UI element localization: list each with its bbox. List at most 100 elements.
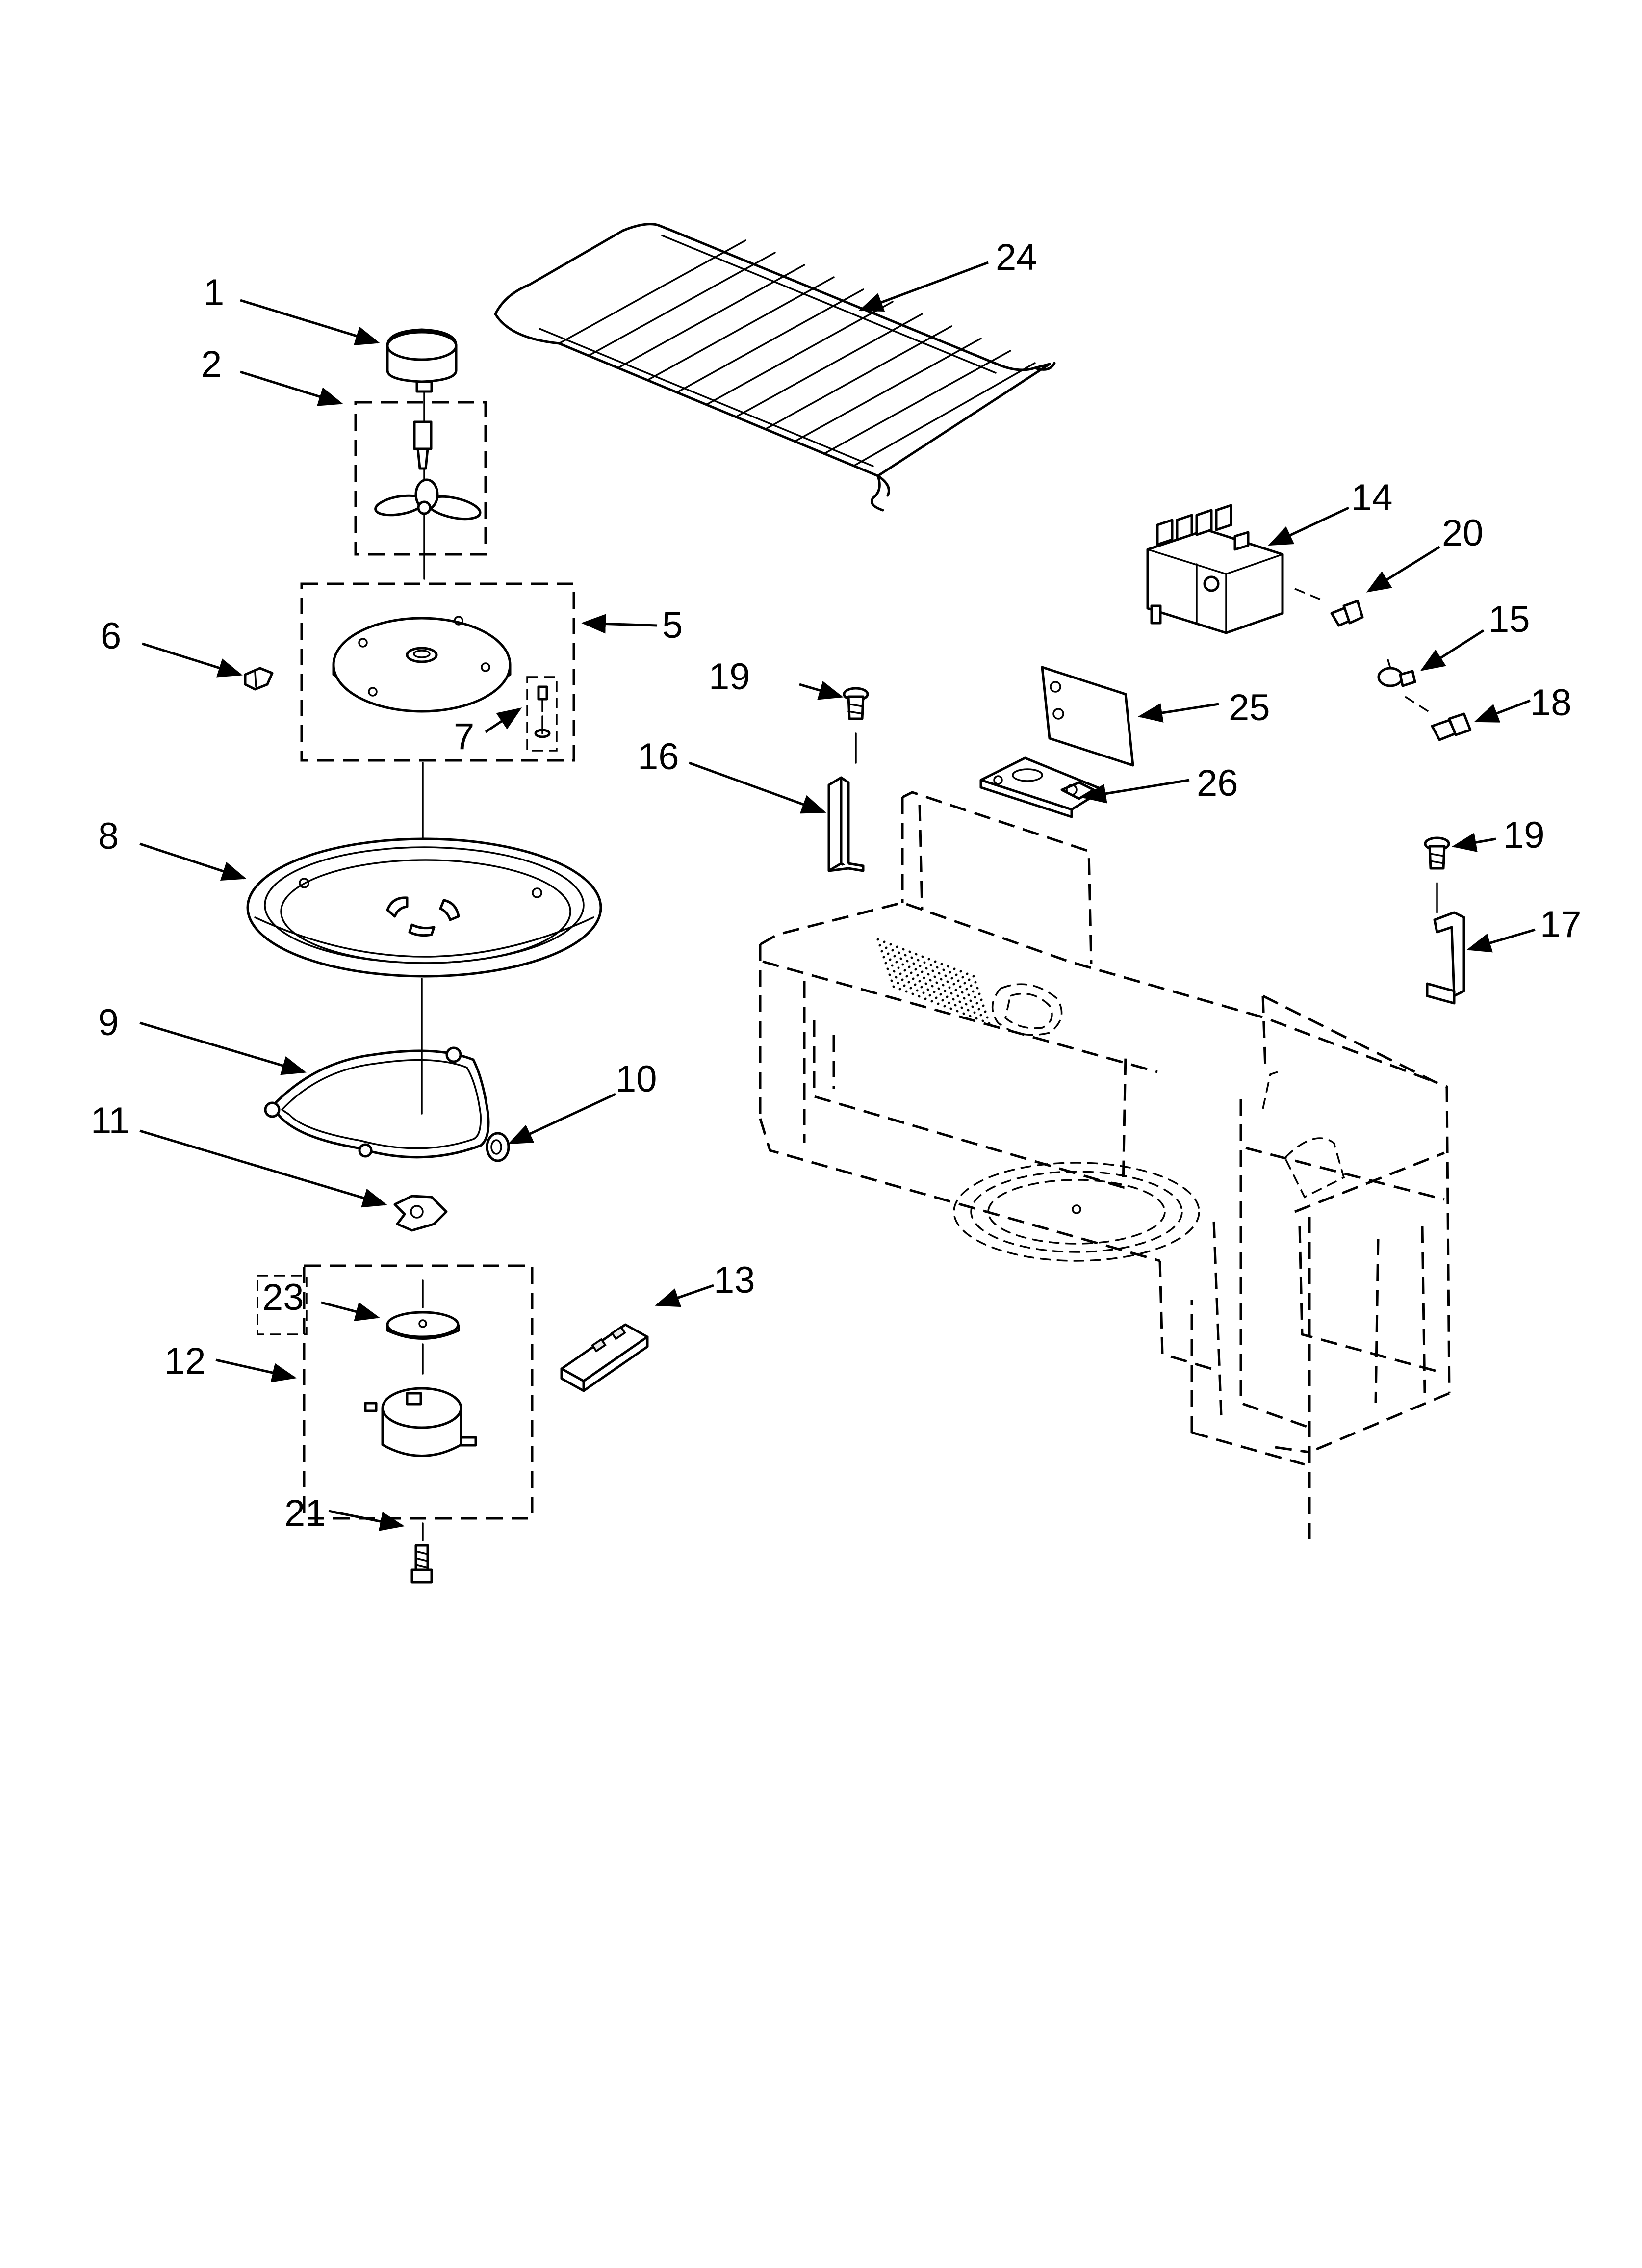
part-2-fan-assembly (374, 420, 482, 521)
part-17-bracket (1426, 911, 1465, 1005)
part-5-group-box (300, 582, 575, 762)
vent-dot (911, 992, 914, 995)
vent-dot (917, 959, 920, 962)
vent-dot (893, 955, 896, 958)
vent-dot (903, 984, 906, 987)
vent-dot (923, 976, 925, 979)
vent-dot (944, 974, 947, 977)
vent-dot (935, 981, 938, 984)
vent-dot (930, 1000, 933, 1003)
vent-dot (891, 949, 894, 952)
vent-dot (928, 994, 931, 997)
vent-dot (960, 1006, 963, 1009)
vent-dot (927, 973, 930, 976)
callout-2: 2 (201, 343, 222, 385)
part-5-stirrer-plate (332, 616, 512, 713)
vent-dot (886, 967, 889, 970)
part-13-connector (560, 1323, 649, 1392)
vent-dot (908, 965, 911, 968)
vent-dot (988, 1022, 991, 1025)
vent-dot (950, 992, 953, 995)
callout-10: 10 (616, 1058, 657, 1100)
vent-dot (905, 990, 908, 993)
vent-dot (924, 982, 927, 985)
part-11-coupler (393, 1195, 448, 1232)
vent-dot (919, 965, 922, 967)
callout-19-right: 19 (1503, 814, 1545, 856)
vent-dot (916, 989, 919, 992)
vent-dot (948, 1001, 950, 1004)
vent-dot (878, 944, 881, 947)
callout-15: 15 (1488, 599, 1530, 640)
vent-dot (978, 992, 981, 995)
vent-dot (891, 964, 894, 967)
part-2-group-box (354, 401, 487, 556)
vent-dot (954, 989, 957, 991)
part-14-connect-line (1294, 588, 1325, 602)
vent-dot (940, 978, 943, 981)
callout-17: 17 (1540, 904, 1582, 945)
vent-dot (965, 1003, 968, 1006)
part-6-clip (244, 667, 274, 691)
part-25-sheet (1041, 666, 1134, 767)
vent-dot (895, 961, 898, 964)
part-19-screw-right (1424, 836, 1450, 870)
vent-dot (914, 968, 917, 971)
vent-dot (937, 987, 940, 990)
callout-8: 8 (98, 815, 119, 857)
vent-dot (976, 987, 979, 990)
vent-dot (905, 975, 908, 978)
vent-dot (947, 965, 949, 968)
callout-12: 12 (164, 1340, 206, 1382)
callout-19-upper: 19 (709, 656, 750, 698)
vent-dot (895, 976, 898, 979)
part-10-roller-wheel (486, 1132, 510, 1162)
vent-dot (888, 973, 891, 976)
vent-dot (931, 985, 934, 988)
vent-dot (950, 977, 953, 980)
vent-dot (962, 1012, 965, 1015)
vent-dot (920, 986, 923, 989)
callout-24: 24 (996, 236, 1037, 278)
vent-dot (958, 1000, 961, 1003)
callout-16: 16 (638, 736, 679, 778)
vent-dot (981, 1019, 984, 1022)
vent-dot (952, 998, 955, 1001)
vent-dot (910, 956, 913, 959)
vent-dot (942, 968, 945, 971)
vent-dot (966, 972, 969, 975)
vent-dot (959, 985, 962, 988)
part-15-fuse (1377, 659, 1416, 687)
callout-26: 26 (1197, 762, 1238, 804)
part-24-wire-rack (494, 223, 1056, 512)
vent-dot (883, 940, 886, 943)
vent-dot (957, 979, 960, 982)
vent-dot (956, 1010, 959, 1013)
part-7-group-box (526, 676, 558, 752)
vent-dot (975, 1017, 978, 1020)
vent-dot (898, 988, 901, 991)
part-14-transformer (1146, 504, 1284, 634)
callout-18: 18 (1530, 682, 1572, 724)
callout-5: 5 (662, 604, 683, 646)
vent-dot (896, 945, 898, 948)
microwave-cavity-housing (759, 791, 1451, 1540)
vent-dot (944, 990, 947, 992)
vent-dot (884, 962, 887, 965)
vent-dot (942, 984, 945, 987)
callout-11: 11 (91, 1100, 129, 1142)
vent-dots (876, 938, 991, 1025)
vent-dot (949, 1007, 952, 1010)
vent-dot (979, 1014, 982, 1017)
vent-dot (952, 983, 955, 986)
vent-dot (972, 975, 975, 978)
vent-dot (931, 969, 934, 972)
vent-dot (948, 986, 951, 989)
callout-20: 20 (1442, 512, 1484, 554)
vent-dot (977, 1008, 980, 1011)
vent-dot (915, 953, 918, 956)
vent-dot (912, 962, 915, 965)
part-15-connect-line (1405, 696, 1433, 715)
part-26-mount-plate (979, 756, 1105, 818)
